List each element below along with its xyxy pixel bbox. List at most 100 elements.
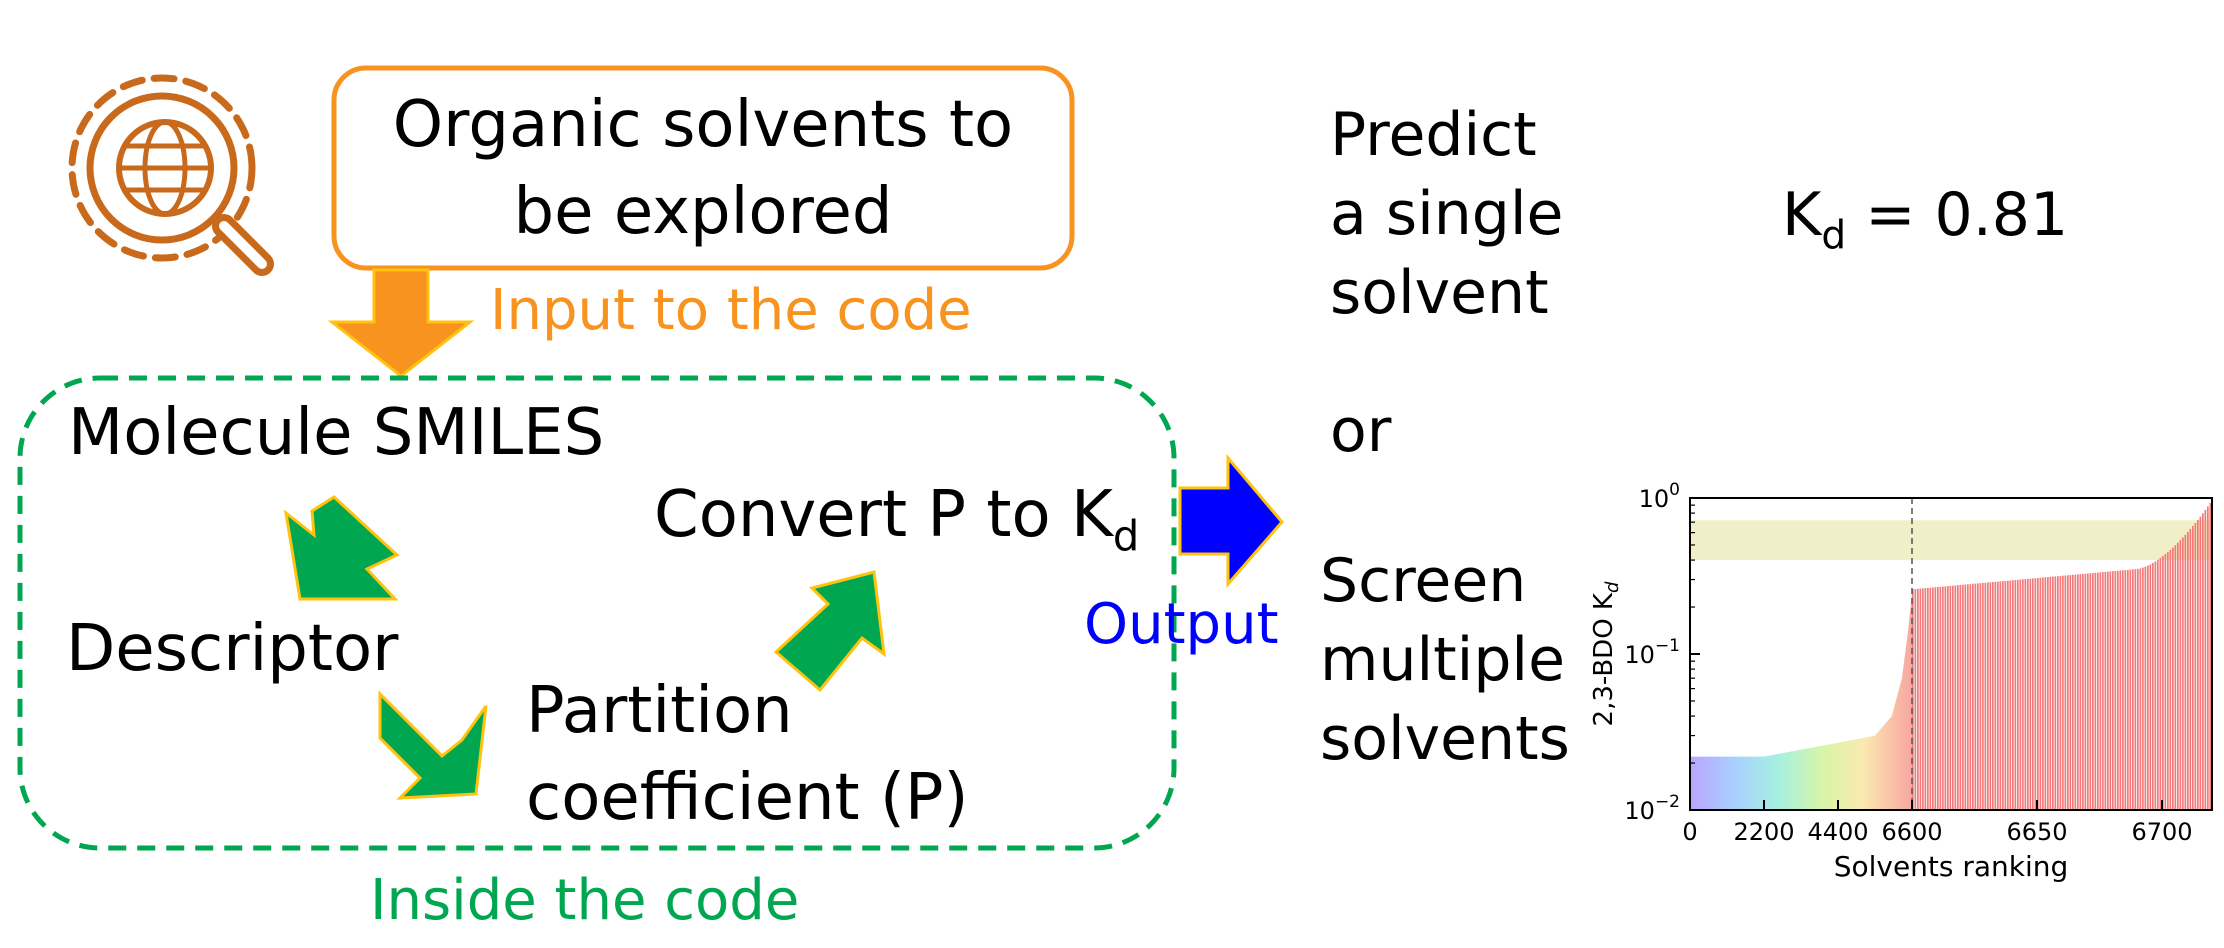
solvent-bar [1962, 584, 1964, 810]
solvent-bar [2064, 575, 2067, 810]
solvent-bar [2084, 573, 2087, 810]
solvent-bar [2094, 572, 2097, 810]
y-tick-label: 10−2 [1624, 792, 1680, 825]
solvent-bar [2052, 576, 2054, 810]
input-box-text: Organic solvents to be explored [334, 82, 1072, 256]
solvent-bar [2102, 572, 2104, 810]
solvent-bar [2142, 567, 2144, 810]
x-tick-label: 6600 [1881, 818, 1942, 846]
arrow-descriptor-to-partition [378, 690, 488, 800]
solvent-bar [2177, 542, 2179, 810]
result-sub: d [1821, 213, 1847, 259]
solvent-bar [2044, 577, 2047, 810]
solvent-bar [2204, 509, 2207, 810]
solvent-bar [1977, 583, 1979, 810]
solvent-bar [2122, 570, 2124, 810]
solvent-bar [2107, 571, 2109, 810]
solvent-bar [2077, 574, 2079, 810]
solvent-bar [2132, 569, 2134, 810]
solvent-bar [2027, 578, 2029, 810]
y-tick-label: 100 [1639, 480, 1680, 513]
solvent-bar [1947, 586, 1949, 810]
solvent-bar [2119, 570, 2122, 810]
solvent-bar [2047, 577, 2049, 810]
solvent-bar [1952, 585, 1954, 810]
solvent-bar [1942, 586, 1944, 810]
solvent-bar [1912, 589, 1914, 810]
solvent-bar [2039, 577, 2042, 810]
solvent-bar [1964, 584, 1967, 810]
solvent-bar [2167, 552, 2169, 810]
solvent-bar [2067, 575, 2069, 810]
arrow-smiles-to-descriptor [283, 495, 400, 601]
solvent-bar [1922, 588, 1924, 810]
step-partition: Partition coefficient (P) [526, 668, 968, 842]
solvent-bar [2134, 569, 2137, 810]
input-arrow [327, 268, 475, 378]
solvent-bar [1959, 585, 1962, 810]
solvent-bar [2182, 537, 2184, 810]
solvent-bar [2199, 516, 2202, 810]
solvent-bar [2029, 578, 2032, 810]
solvent-bar [2072, 574, 2074, 810]
multiple-line2: multiple [1320, 625, 1566, 696]
solvent-bar [2164, 554, 2167, 810]
result-kd: Kd = 0.81 [1782, 180, 2068, 256]
solvent-bar [2192, 526, 2194, 810]
solvent-bar [2172, 547, 2174, 810]
solvent-bar [1934, 587, 1937, 810]
solvent-bar [2147, 565, 2149, 810]
highlight-band [1690, 520, 2212, 561]
solvent-bar [2137, 568, 2139, 810]
single-solvent-text: Predict a single solvent [1330, 96, 1563, 334]
output-arrow [1178, 453, 1284, 589]
result-sym: K [1782, 180, 1822, 250]
solvent-bar [2087, 573, 2089, 810]
input-box-line2: be explored [513, 175, 893, 250]
convert-sub: d [1112, 511, 1140, 561]
solvent-bar [2139, 568, 2142, 810]
solvent-bar [2117, 570, 2119, 810]
solvent-bar [2157, 559, 2159, 810]
solvent-bar [1972, 583, 1974, 810]
solvent-bar [2017, 579, 2019, 810]
solvent-bar [1929, 587, 1932, 810]
partition-line1: Partition [526, 674, 793, 748]
solvent-bar [2034, 578, 2037, 810]
solvent-bar [2099, 572, 2102, 810]
solvent-bar [1999, 581, 2002, 810]
solvent-bar [1939, 586, 1942, 810]
inside-label: Inside the code [370, 868, 800, 933]
solvent-bar [2109, 571, 2112, 810]
solvent-bar [1987, 582, 1989, 810]
solvent-bar [2209, 502, 2212, 810]
solvent-bar [2032, 578, 2034, 810]
solvent-bar [2104, 571, 2107, 810]
solvent-bar [2089, 573, 2092, 810]
solvent-bar [2092, 573, 2094, 810]
solvent-bar [2189, 529, 2192, 810]
solvent-bar [2144, 566, 2147, 810]
solvent-bar [1924, 588, 1927, 810]
solvent-bar [2059, 576, 2062, 810]
step-descriptor: Descriptor [66, 612, 399, 686]
solvent-bar [2169, 549, 2172, 810]
solvent-bar [2097, 572, 2099, 810]
solvent-bar [1974, 583, 1977, 810]
solvent-bar [2012, 580, 2014, 810]
solvent-bar [2194, 523, 2197, 810]
input-box-line1: Organic solvents to [392, 88, 1014, 162]
solvent-bar [2004, 580, 2007, 810]
solvent-bar [1994, 581, 1997, 810]
solvent-bar [2162, 556, 2164, 810]
multiple-line1: Screen [1320, 546, 1527, 616]
single-line2: a single [1330, 179, 1564, 250]
solvent-bar [1979, 583, 1982, 810]
single-line1: Predict [1330, 100, 1537, 170]
input-label: Input to the code [490, 278, 972, 343]
solvent-bar [1927, 587, 1929, 810]
solvent-bar [1914, 589, 1917, 810]
solvent-bar [2074, 574, 2077, 810]
multiple-solvents-text: Screen multiple solvents [1320, 542, 1570, 780]
